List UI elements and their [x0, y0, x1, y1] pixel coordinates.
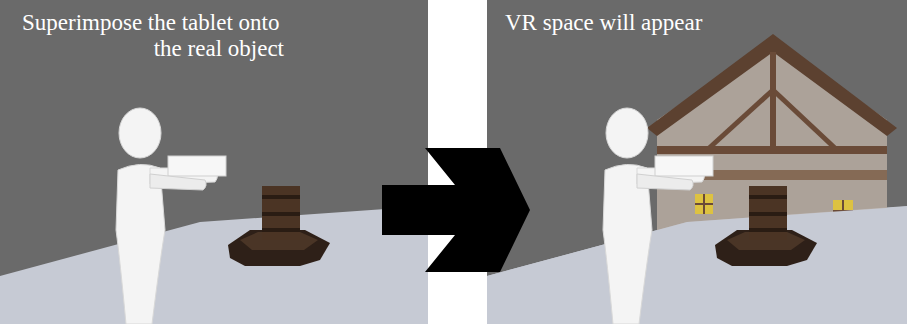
floor — [0, 206, 428, 324]
real-object — [228, 186, 330, 266]
person-figure — [116, 108, 226, 324]
panel-caption: Superimpose the tablet onto the real obj… — [22, 10, 284, 63]
floor — [487, 206, 907, 324]
tablet — [168, 156, 226, 176]
panel-caption: VR space will appear — [505, 10, 885, 36]
tablet — [655, 156, 713, 176]
transition-arrow — [382, 148, 530, 272]
real-object — [715, 186, 817, 266]
person-figure — [603, 108, 713, 324]
